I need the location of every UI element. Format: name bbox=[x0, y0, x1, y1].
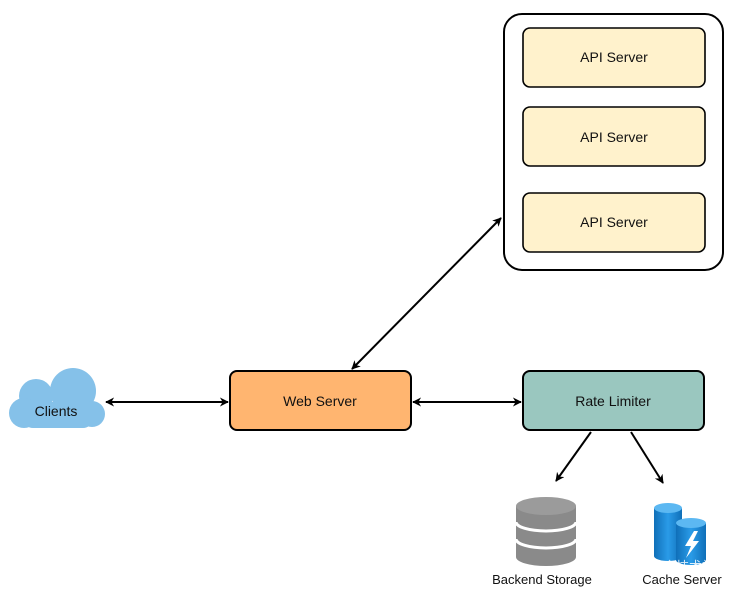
rate-limiter-node: Rate Limiter bbox=[522, 370, 705, 431]
arrow-web-api bbox=[351, 217, 502, 370]
api-server-1: API Server bbox=[522, 27, 706, 88]
api-server-2: API Server bbox=[522, 106, 706, 167]
backend-storage-label: Backend Storage bbox=[492, 572, 592, 587]
lightning-icon bbox=[685, 531, 699, 558]
watermark-text: @稀土掘金技术社区 bbox=[611, 559, 728, 575]
cache-database-icon bbox=[654, 503, 706, 565]
web-server-label: Web Server bbox=[283, 393, 357, 409]
api-server-3: API Server bbox=[522, 192, 706, 253]
api-server-1-label: API Server bbox=[580, 49, 648, 65]
api-server-2-label: API Server bbox=[580, 129, 648, 145]
backend-storage-node: Backend Storage bbox=[492, 497, 592, 587]
database-icon bbox=[514, 497, 578, 566]
rate-limiter-label: Rate Limiter bbox=[575, 393, 651, 409]
clients-node: Clients bbox=[9, 368, 105, 428]
api-server-3-label: API Server bbox=[580, 214, 648, 230]
arrow-ratelimiter-storage bbox=[555, 431, 592, 482]
arrow-ratelimiter-cache bbox=[630, 431, 664, 484]
connectors bbox=[105, 217, 664, 484]
web-server-node: Web Server bbox=[229, 370, 412, 431]
clients-label: Clients bbox=[35, 403, 78, 419]
cache-server-label: Cache Server bbox=[642, 572, 722, 587]
cloud-icon bbox=[9, 368, 105, 428]
cache-server-node: Cache Server bbox=[642, 503, 722, 587]
api-server-group: API Server API Server API Server bbox=[503, 13, 724, 271]
